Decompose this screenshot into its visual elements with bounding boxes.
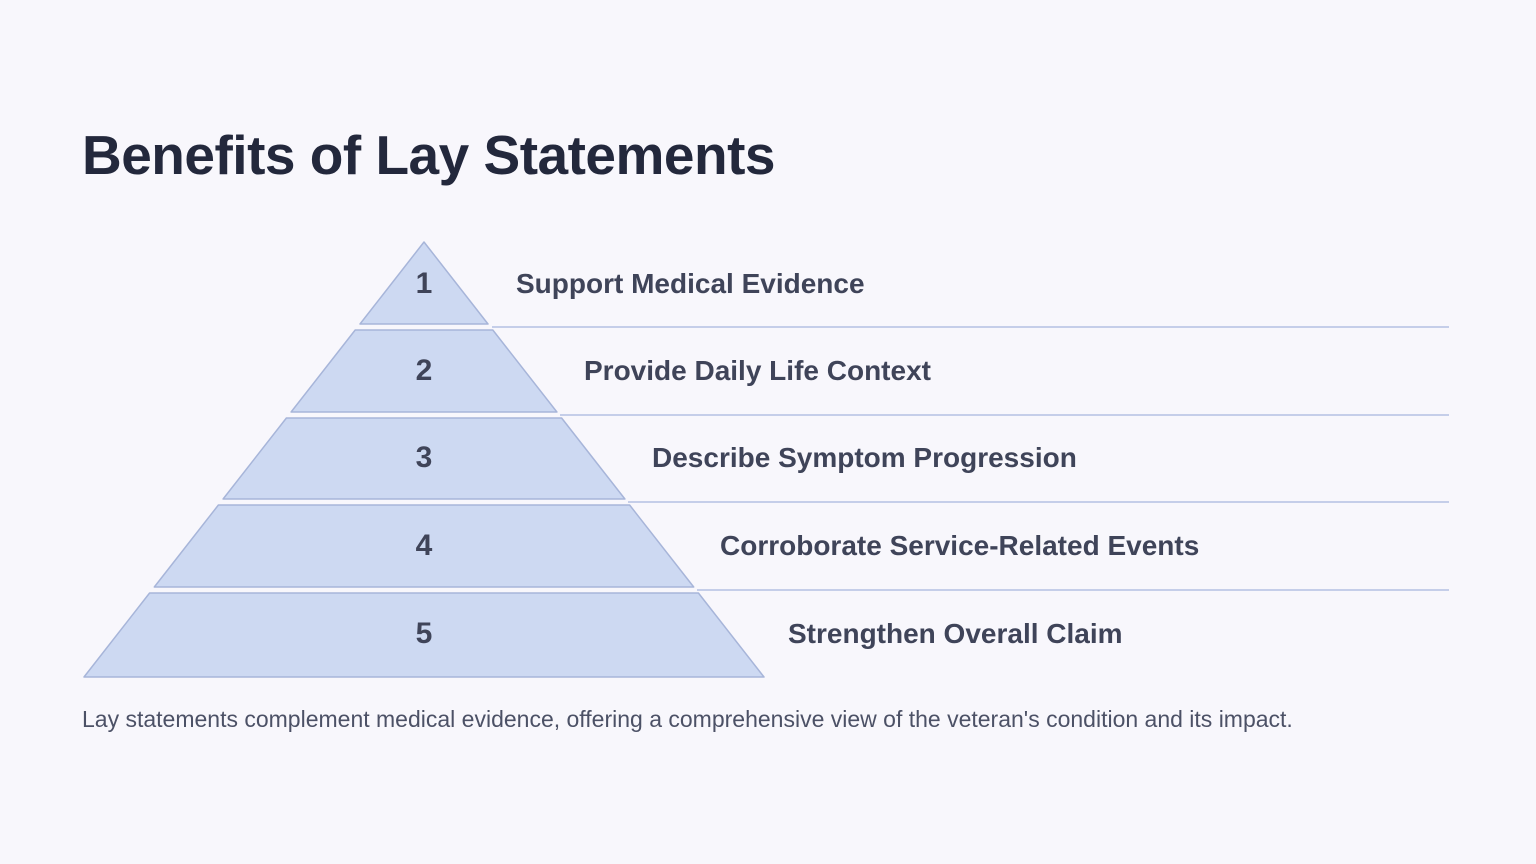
pyramid-level-3-label: Describe Symptom Progression (652, 442, 1077, 473)
pyramid-level-3-number: 3 (415, 441, 433, 474)
pyramid-level-1-label: Support Medical Evidence (516, 268, 865, 299)
page-title: Benefits of Lay Statements (82, 124, 776, 186)
pyramid-level-5-label: Strengthen Overall Claim (788, 618, 1123, 649)
pyramid-level-4-shape (153, 504, 695, 588)
pyramid-level-3-shape (222, 417, 626, 500)
pyramid-level-2-shape (290, 329, 558, 413)
footer-note: Lay statements complement medical eviden… (82, 706, 1293, 732)
pyramid-level-1-shape (359, 241, 489, 325)
pyramid-level-5-number: 5 (415, 617, 433, 650)
pyramid-level-4-label: Corroborate Service-Related Events (720, 530, 1200, 561)
pyramid-level-4-number: 4 (415, 529, 433, 562)
pyramid-level-2-label: Provide Daily Life Context (584, 355, 931, 386)
pyramid-level-1-number: 1 (415, 267, 433, 300)
pyramid-level-2-number: 2 (415, 354, 433, 387)
pyramid-level-5-shape (83, 592, 765, 678)
